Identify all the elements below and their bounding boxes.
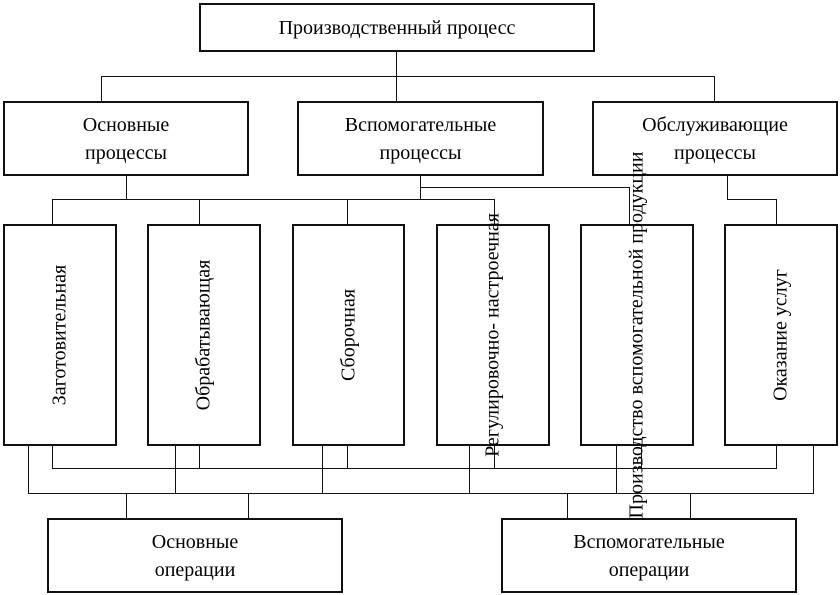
- connector: [101, 76, 103, 101]
- connector: [396, 52, 398, 76]
- operations-box-main: Основные операции: [47, 518, 343, 593]
- operations-box-auxiliary: Вспомогательные операции: [501, 518, 797, 593]
- stage-label-processing: Обрабатывающая: [192, 259, 215, 411]
- process-label-auxiliary: Вспомогательные процессы: [344, 113, 497, 164]
- stage-box-aux-production: Производство вспомогательной продукции: [580, 152, 694, 518]
- connector: [714, 76, 716, 101]
- process-box-auxiliary: Вспомогательные процессы: [297, 101, 544, 176]
- process-label-service: Обслуживающие процессы: [642, 113, 788, 164]
- connector: [199, 446, 201, 469]
- connector: [629, 187, 631, 224]
- connector: [52, 468, 777, 470]
- connector: [567, 493, 569, 518]
- connector: [776, 446, 778, 469]
- stage-label-adjustment: Регулировочно- настроечная: [481, 213, 504, 457]
- connector: [813, 446, 815, 494]
- process-label-main: Основные процессы: [82, 113, 170, 164]
- connector: [396, 76, 398, 101]
- stage-box-assembly: Сборочная: [292, 224, 405, 446]
- process-box-service: Обслуживающие процессы: [592, 101, 838, 176]
- connector: [690, 493, 692, 518]
- connector: [248, 493, 250, 518]
- root-label: Производственный процесс: [278, 16, 516, 39]
- connector: [776, 199, 778, 224]
- connector: [28, 446, 30, 494]
- connector: [420, 187, 630, 189]
- connector: [616, 446, 618, 494]
- connector: [175, 446, 177, 494]
- stage-box-adjustment: Регулировочно- настроечная: [436, 213, 550, 457]
- stage-label-aux-production: Производство вспомогательной продукции: [625, 151, 648, 519]
- connector: [28, 493, 814, 495]
- stage-box-processing: Обрабатывающая: [147, 224, 261, 446]
- connector: [52, 446, 54, 469]
- connector: [322, 446, 324, 494]
- connector: [52, 199, 54, 224]
- operations-label-auxiliary: Вспомогательные операции: [573, 530, 725, 581]
- connector: [727, 199, 777, 201]
- stage-label-procurement: Заготовительная: [48, 264, 71, 406]
- connector: [494, 199, 496, 224]
- connector: [347, 446, 349, 469]
- connector: [101, 76, 715, 78]
- stage-label-assembly: Сборочная: [337, 288, 359, 382]
- connector: [126, 176, 128, 200]
- connector: [126, 493, 128, 518]
- stage-box-procurement: Заготовительная: [3, 224, 117, 446]
- stage-box-services: Оказание услуг: [724, 224, 838, 446]
- root-box-production-process: Производственный процесс: [199, 3, 595, 52]
- process-box-main: Основные процессы: [3, 101, 249, 176]
- connector: [727, 176, 729, 199]
- stage-label-services: Оказание услуг: [769, 269, 792, 401]
- operations-label-main: Основные операции: [151, 530, 239, 581]
- connector: [347, 199, 349, 224]
- connector: [469, 446, 471, 494]
- connector: [52, 199, 495, 201]
- connector: [199, 199, 201, 224]
- connector: [494, 446, 496, 469]
- connector: [641, 446, 643, 469]
